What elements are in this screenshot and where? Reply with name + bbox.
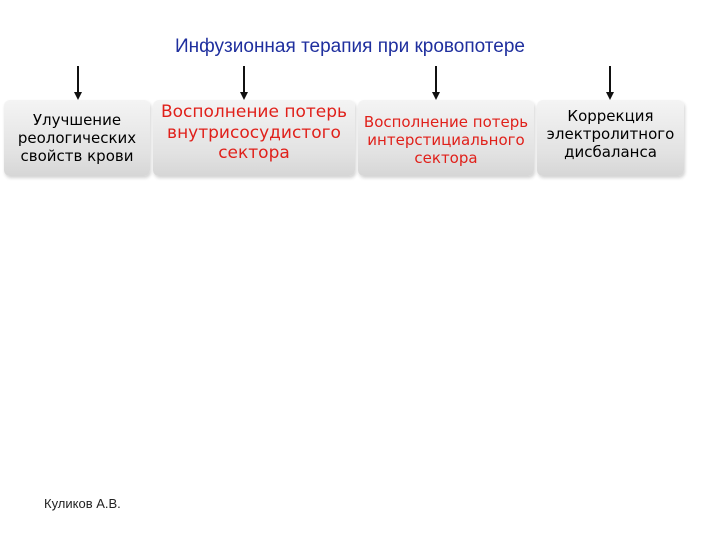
box-interstitial: Восполнение потерь интерстициального сек… bbox=[358, 100, 534, 176]
box-intravascular: Восполнение потерь внутрисосудистого сек… bbox=[153, 100, 355, 176]
author-footer: Куликов А.В. bbox=[44, 496, 121, 511]
box-rheology: Улучшение реологических свойств крови bbox=[4, 100, 150, 176]
diagram-title: Инфузионная терапия при кровопотере bbox=[174, 36, 525, 57]
box-interstitial-label: Восполнение потерь интерстициального сек… bbox=[363, 112, 529, 168]
box-electrolyte: Коррекция электролитного дисбаланса bbox=[537, 100, 684, 176]
box-intravascular-label: Восполнение потерь внутрисосудистого сек… bbox=[160, 101, 348, 164]
box-electrolyte-label: Коррекция электролитного дисбаланса bbox=[546, 106, 675, 162]
box-rheology-label: Улучшение реологических свойств крови bbox=[17, 110, 137, 166]
